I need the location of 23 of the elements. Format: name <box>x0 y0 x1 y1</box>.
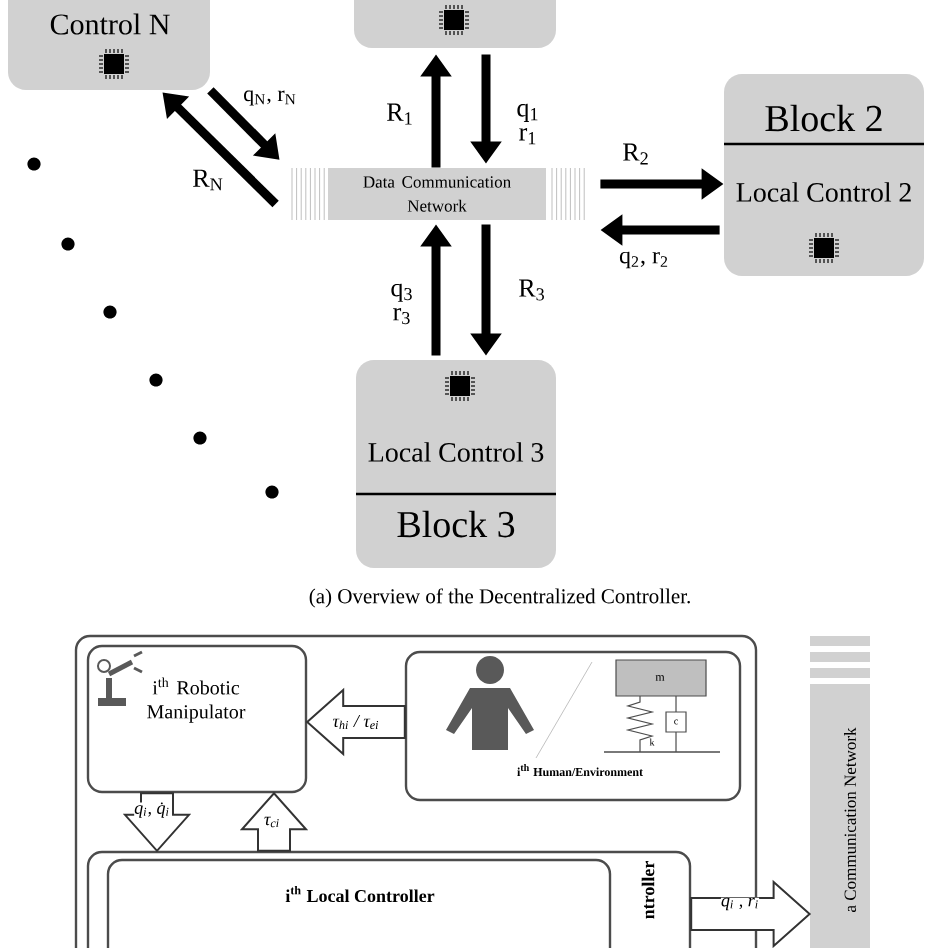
edge-label: q$_{3}$ r$_{3}$ <box>391 283 412 325</box>
block-box <box>74 634 758 948</box>
block-arrow <box>239 791 309 852</box>
controller-box: i$^{th}$ Local Controller <box>106 858 612 948</box>
edge-label: R$_{3}$ <box>519 279 544 301</box>
edge-label: q$_{1}$ r$_{1}$ <box>517 103 538 145</box>
block-box: Local Control 3 Block 3 <box>356 360 556 568</box>
block-box: Block 2 Local Control 2 <box>724 74 924 276</box>
block-box: Control N <box>8 0 210 90</box>
caption: (a) Overview of the Decentralized Controller. <box>309 588 690 608</box>
block-arrow <box>690 879 812 948</box>
network-box: Data Communication Network <box>291 167 585 221</box>
edge-label: τ$_{hi}$ / τ$_{ei}$ <box>332 715 380 729</box>
edge-label: q$_{i}$, q̇$_{i}$ <box>134 802 170 818</box>
edge-label: τ$_{ci}$ <box>263 816 281 828</box>
edge-label: q$_{N}$, r$_{N}$ <box>244 90 296 106</box>
manipulator-box: i$^{th}$ Robotic Manipulator <box>86 644 308 794</box>
block-box <box>354 0 556 48</box>
edge-label: q$_{2}$, r$_{2}$ <box>619 251 668 269</box>
edge-label: R$_{2}$ <box>623 143 648 165</box>
network-band: a Communication Network <box>810 636 870 948</box>
edge-label: R$_{1}$ <box>387 103 412 125</box>
edge-label: R$_{N}$ <box>193 169 223 191</box>
